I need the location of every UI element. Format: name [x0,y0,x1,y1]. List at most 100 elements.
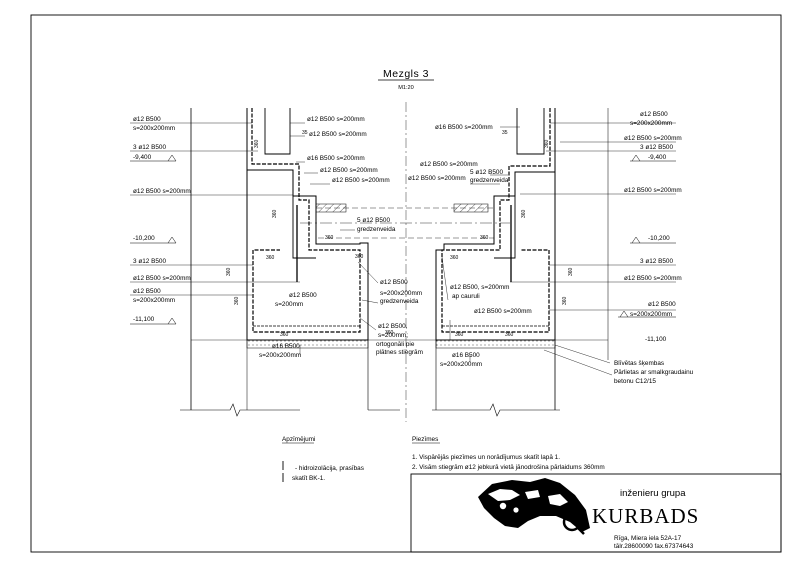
leaders-right [510,122,676,376]
label-right-9a: ø12 B500 [648,301,676,308]
label-left-4: ø12 B500 s=200mm [133,188,191,195]
right-collar [494,196,516,259]
drawing-title: Mezgls 3 [383,68,429,80]
dim-35-a: 35 [302,130,308,136]
label-right-2: ø12 B500 s=200mm [624,135,682,142]
label-right-10: -11,100 [645,336,667,343]
label-center-27: ø16 B500 [452,352,480,359]
label-center-13: ortogonāli pie [376,341,415,348]
drawing-scale: M1:20 [398,85,414,91]
dim-360-m: 360 [562,296,568,305]
dim-360-q: 360 [505,332,514,338]
dim-360-g: 360 [325,235,334,241]
label-center-5: ø12 B500 s=200mm [332,177,390,184]
right-structure-outline [435,108,556,341]
label-center-6: 5 ø12 B500 [357,217,390,224]
note-1: 1. Vispārējās piezīmes un norādījumus sk… [412,454,560,461]
label-center-7: gredzenveida [357,226,396,233]
label-left-8a: ø12 B500 [133,288,161,295]
sheet-frame [30,14,782,553]
dim-360-f: 360 [355,254,364,260]
label-center-15: ø16 B500 s=200mm [435,124,493,131]
label-center-26: s=200x200mm [259,352,301,359]
label-center-20: ø12 B500, s=200mm [450,284,510,291]
dim-360-b: 360 [272,209,278,218]
label-left-5: -10,200 [133,235,155,242]
dim-360-d: 360 [234,296,240,305]
dim-360-a: 360 [254,139,260,148]
label-center-11: ø12 B500, [378,323,408,330]
dim-360-e: 360 [266,255,275,261]
company-phones: tālr.28600090 fax.67374643 [614,543,694,550]
legend-item-line2: skatīt BK-1. [292,475,325,482]
break-line-left [180,403,300,417]
left-wall-inner-face [264,108,291,155]
label-center-23: ø12 B500 [289,292,317,299]
dim-360-k: 360 [521,209,527,218]
label-right-6: -10,200 [648,235,670,242]
label-center-24: s=200mm [275,301,303,308]
level-marker-left-10200 [130,236,177,244]
label-left-9: -11,100 [133,316,155,323]
label-center-18: 5 ø12 B500 [470,169,503,176]
label-center-16: ø12 B500 s=200mm [420,161,478,168]
label-left-3: -9,400 [133,154,152,161]
label-center-10: gredzenveida [380,298,419,305]
kurbads-logo [478,478,590,535]
label-center-1: ø12 B500 s=200mm [307,116,365,123]
label-center-14: plātnes stiegrām [376,349,423,356]
label-right-7: 3 ø12 B500 [640,258,673,265]
legend-item-line1: - hidroizolācija, prasības [295,465,364,472]
label-center-21: ap cauruli [452,293,480,300]
level-marker-left-9400 [130,154,177,162]
label-right-12b: betonu C12/15 [614,378,656,385]
company-tagline: inženieru grupa [620,488,686,499]
dim-360-p: 360 [455,332,464,338]
label-center-17: ø12 B500 s=200mm [408,175,466,182]
dim-360-j: 360 [544,139,550,148]
level-marker-right-11100 [618,310,676,318]
label-center-3: ø16 B500 s=200mm [307,155,365,162]
dim-360-l: 360 [568,267,574,276]
label-right-8: ø12 B500 s=200mm [624,275,682,282]
level-marker-right-9400 [630,154,676,162]
label-right-4: -9,400 [648,154,667,161]
label-center-22: ø12 B500 s=200mm [474,308,532,315]
label-center-9: s=200x200mm [380,290,422,297]
company-name: KURBADS [592,504,699,528]
label-center-2: ø12 B500 s=200mm [309,131,367,138]
right-sleeve-hatch [453,203,489,213]
leaders-center [290,122,520,362]
left-gravel-bed [246,339,369,349]
label-left-2: 3 ø12 B500 [133,144,166,151]
right-wall-inner-face [516,108,545,155]
label-right-3: 3 ø12 B500 [640,144,673,151]
label-right-1a: ø12 B500 [640,111,668,118]
label-center-19: gredzenveida [470,177,509,184]
label-center-8: ø12 B500 [380,279,408,286]
left-collar [292,196,316,259]
break-line-right [432,403,560,417]
left-rebar-cage [251,108,361,333]
label-right-11: Blīvētas šķembas [614,360,664,367]
label-right-1b: s=200x200mm [630,120,672,127]
notes-heading: Piezīmes [412,436,438,443]
label-center-28: s=200x200mm [440,361,482,368]
note-2: 2. Visām stiegrām ø12 jebkurā vietā jāno… [412,464,605,471]
label-right-12a: Pārlietas ar smalkgraudainu [614,369,694,376]
dim-360-h: 360 [280,332,289,338]
dim-35-b: 35 [502,130,508,136]
label-left-1a: ø12 B500 [133,116,161,123]
dim-360-o: 360 [480,235,489,241]
legend-heading: Apzīmējumi [282,436,315,443]
label-center-12: s=200mm; [378,332,408,339]
leaders-left [130,122,300,296]
company-address: Rīga, Miera iela 52A-17 [614,535,682,542]
level-marker-left-11100 [130,317,177,325]
label-center-25: ø16 B500 [272,343,300,350]
left-sleeve-hatch [315,203,347,213]
label-left-8b: s=200x200mm [133,297,175,304]
label-right-9b: s=200x200mm [630,311,672,318]
